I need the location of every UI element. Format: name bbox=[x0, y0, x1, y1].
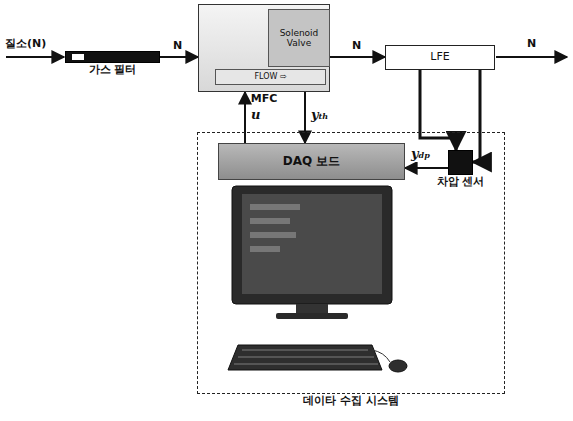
pressure-tap-line bbox=[420, 70, 456, 150]
monitor-screen bbox=[242, 194, 382, 294]
flow-out-label: N bbox=[526, 38, 537, 51]
keyboard-keys bbox=[234, 350, 378, 364]
node-label: MFC bbox=[251, 93, 278, 106]
solenoid-valve: Solenoid Valve bbox=[268, 9, 330, 67]
signal-name: yth bbox=[310, 108, 329, 123]
monitor-base bbox=[276, 313, 348, 319]
node-label: 데이타 수집 시스템 bbox=[303, 395, 399, 408]
pressure-tap-line bbox=[473, 70, 480, 162]
screen-icon bbox=[250, 204, 300, 210]
monitor-frame bbox=[232, 186, 392, 304]
flow-sensor: FLOW ⇨ bbox=[215, 69, 326, 85]
gas-filter: 가스 필터 bbox=[65, 51, 160, 63]
gas-label: N bbox=[172, 40, 183, 53]
mouse-cable bbox=[372, 350, 390, 362]
screen-icon bbox=[250, 246, 280, 252]
outlet-line bbox=[496, 56, 567, 58]
node-label: DAQ 보드 bbox=[283, 155, 341, 169]
inlet-line bbox=[6, 56, 64, 58]
node-label: 차압 센서 bbox=[437, 176, 485, 189]
signal-arrow bbox=[330, 56, 385, 58]
node-label: 가스 필터 bbox=[89, 64, 137, 77]
monitor-stand bbox=[296, 304, 328, 314]
node-label: Solenoid Valve bbox=[269, 28, 329, 49]
daq-board: DAQ 보드 bbox=[218, 143, 405, 180]
data-acquisition-region: 데이타 수집 시스템DAQ 보드차압 센서 bbox=[197, 132, 505, 394]
screen-icon bbox=[250, 232, 296, 238]
node-label: FLOW ⇨ bbox=[254, 72, 286, 81]
pressure-sensor: 차압 센서 bbox=[448, 150, 473, 175]
filter-window bbox=[72, 54, 84, 60]
signal-name: ydp bbox=[410, 147, 431, 162]
screen-icon bbox=[250, 218, 290, 224]
signal-arrow bbox=[304, 92, 306, 143]
mfc-box: MFCSolenoid ValveFLOW ⇨ bbox=[198, 4, 330, 92]
gas-label: N bbox=[351, 40, 362, 53]
signal-arrow bbox=[160, 56, 198, 58]
signal-arrow bbox=[244, 92, 246, 143]
node-label: LFE bbox=[430, 51, 449, 64]
mouse bbox=[389, 360, 407, 372]
keyboard bbox=[228, 345, 382, 370]
signal-name: u bbox=[250, 108, 261, 123]
gas-inlet-label: 질소(N) bbox=[4, 38, 47, 51]
lfe-box: LFE bbox=[385, 45, 495, 70]
signal-arrow bbox=[405, 167, 448, 169]
